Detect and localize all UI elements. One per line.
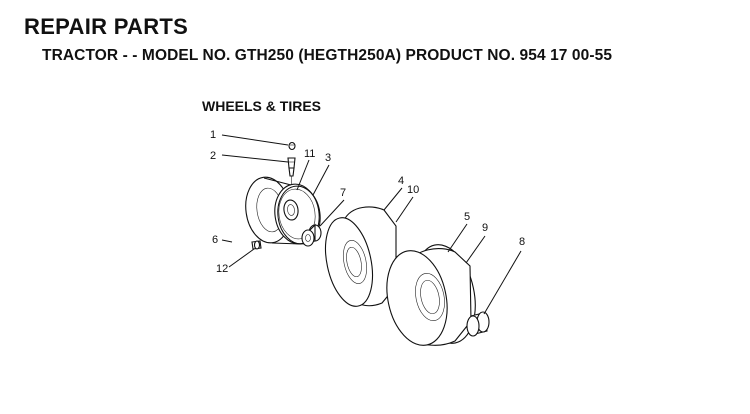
callout-10: 10 <box>407 184 419 196</box>
front-tire-part <box>324 206 397 307</box>
bearing-part <box>466 311 490 337</box>
model-subtitle: TRACTOR - - MODEL NO. GTH250 (HEGTH250A)… <box>42 47 613 64</box>
rim-ring-part <box>277 185 321 245</box>
rim-part <box>245 176 320 245</box>
section-title: WHEELS & TIRES <box>202 98 322 114</box>
page-title: REPAIR PARTS <box>24 14 189 39</box>
rear-tire-part <box>386 244 476 346</box>
callout-9: 9 <box>482 222 488 234</box>
spacer-part <box>301 223 322 247</box>
callout-8: 8 <box>519 236 525 248</box>
callout-2: 2 <box>210 150 216 162</box>
callout-3: 3 <box>325 152 331 164</box>
valve-stem-part <box>287 157 296 190</box>
callout-5: 5 <box>464 211 470 223</box>
callout-4: 4 <box>398 175 404 187</box>
callout-6: 6 <box>212 234 218 246</box>
valve-cap-part <box>288 141 296 151</box>
callout-1: 1 <box>210 129 216 141</box>
callout-12: 12 <box>216 263 228 275</box>
callout-11: 11 <box>304 148 315 160</box>
callouts: 1 2 11 3 7 4 10 5 9 8 6 12 <box>210 129 525 315</box>
callout-7: 7 <box>340 187 346 199</box>
fitting-part <box>251 240 262 250</box>
